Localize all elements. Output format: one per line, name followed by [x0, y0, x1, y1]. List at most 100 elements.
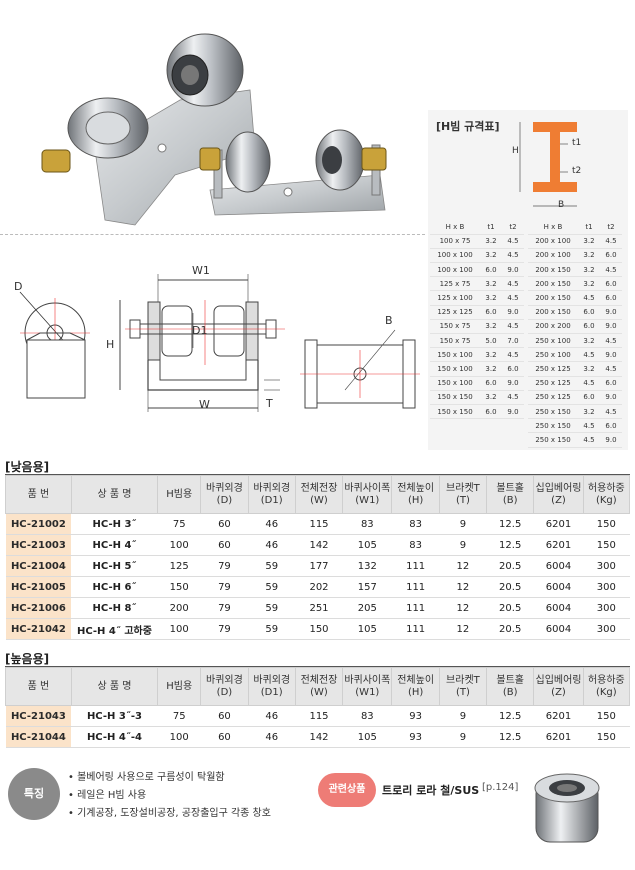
table-cell: 20.5	[486, 555, 534, 577]
spec-cell: 6.0	[600, 248, 622, 264]
spec-cell: 9.0	[600, 390, 622, 405]
spec-cell: 150 x 100	[430, 361, 480, 377]
table-cell: 105	[342, 534, 392, 556]
table-cell: 142	[295, 534, 343, 556]
spec-cell: 250 x 125	[528, 361, 578, 377]
spec-cell: 3.2	[578, 262, 600, 278]
table-cell: 75	[157, 513, 201, 535]
spec-cell: 3.2	[578, 361, 600, 377]
spec-cell: 150 x 100	[430, 376, 480, 391]
table-header-cell: 십입베어링 (Z)	[533, 475, 584, 514]
hbeam-profile-drawing	[519, 122, 577, 207]
table-cell: 12	[439, 555, 487, 577]
table-header-cell: 바퀴사이폭 (W1)	[342, 667, 393, 706]
spec-cell: 200 x 100	[528, 234, 578, 249]
hbeam-label-b: B	[558, 200, 565, 210]
table-cell: 93	[391, 705, 440, 727]
table-cell: 100	[157, 534, 201, 556]
table-cell: 105	[342, 618, 392, 640]
table-header-cell: 전체전장 (W)	[294, 667, 344, 706]
spec-cell: 4.5	[600, 333, 622, 349]
spec-cell: 4.5	[578, 418, 600, 434]
table-cell: 46	[248, 726, 296, 748]
table-header-cell: 볼트홀 (B)	[486, 475, 535, 514]
spec-cell: 3.2	[480, 234, 502, 249]
label-h: H	[106, 338, 115, 351]
spec-header-cell: H x B	[528, 220, 578, 235]
spec-cell: 250 x 125	[528, 376, 578, 391]
table-cell: 157	[342, 576, 392, 598]
feature-item: 레일은 H빔 사용	[68, 786, 146, 801]
spec-cell: 9.0	[600, 347, 622, 363]
table-header-cell: 품 번	[5, 475, 72, 514]
label-d: D	[14, 280, 23, 293]
table-cell: 60	[200, 534, 249, 556]
spec-cell: 9.0	[600, 319, 622, 335]
label-t: T	[266, 397, 273, 410]
spec-cell: 200 x 100	[528, 248, 578, 264]
table-cell: 100	[157, 726, 201, 748]
spec-cell: 6.0	[578, 305, 600, 320]
spec-cell: 4.5	[502, 248, 524, 264]
spec-cell: 6.0	[600, 376, 622, 391]
table-cell: 6201	[533, 705, 584, 727]
spec-header-cell: H x B	[430, 220, 480, 235]
spec-cell: 6.0	[600, 418, 622, 434]
spec-cell: 4.5	[502, 234, 524, 249]
spec-cell: 250 x 150	[528, 418, 578, 434]
table-cell: 142	[295, 726, 343, 748]
table-header-cell: 바퀴외경 (D)	[200, 475, 249, 514]
hbeam-label-t2: t2	[572, 166, 582, 176]
table-cell: 83	[391, 513, 440, 535]
table-cell: 111	[391, 618, 440, 640]
spec-cell: 6.0	[480, 404, 502, 420]
spec-cell: 3.2	[578, 276, 600, 292]
table-cell: 6004	[533, 618, 584, 640]
table-cell: 150	[295, 618, 343, 640]
table-cell: 93	[391, 726, 440, 748]
table-cell: 205	[342, 597, 392, 619]
table-header-cell: 브라켓T (T)	[438, 667, 488, 706]
technical-drawings: D H W1 D1 W T B	[0, 240, 425, 435]
product-code-cell: HC-21042	[5, 618, 72, 640]
table-cell: 46	[248, 534, 296, 556]
table-cell: 20.5	[486, 618, 534, 640]
spec-cell: 125 x 125	[430, 305, 480, 320]
table-cell: 6004	[533, 576, 584, 598]
table-cell: 79	[200, 618, 249, 640]
table-header-cell: 상 품 명	[70, 475, 159, 514]
table-header-cell: 허용하중 (Kg)	[582, 667, 631, 706]
related-product-page[interactable]: [p.124]	[482, 782, 519, 793]
related-product-name[interactable]: 트로리 로라 철/SUS	[382, 784, 480, 797]
spec-cell: 6.0	[480, 305, 502, 320]
high-section-title: [높음용]	[5, 652, 50, 666]
photo-separator	[0, 234, 425, 235]
table-cell: 9	[439, 726, 487, 748]
table-cell: 202	[295, 576, 343, 598]
spec-header-cell: t1	[480, 220, 502, 235]
label-b: B	[385, 314, 393, 327]
table-cell: 300	[583, 618, 630, 640]
spec-cell: 4.5	[502, 290, 524, 306]
table-cell: 12	[439, 576, 487, 598]
spec-cell: 3.2	[480, 390, 502, 405]
spec-header-cell: t1	[578, 220, 600, 235]
spec-cell: 150 x 75	[430, 333, 480, 349]
table-cell: 79	[200, 555, 249, 577]
spec-cell: 5.0	[480, 333, 502, 349]
spec-cell: 7.0	[502, 333, 524, 349]
table-cell: 12.5	[486, 513, 534, 535]
spec-cell: 200 x 150	[528, 262, 578, 278]
